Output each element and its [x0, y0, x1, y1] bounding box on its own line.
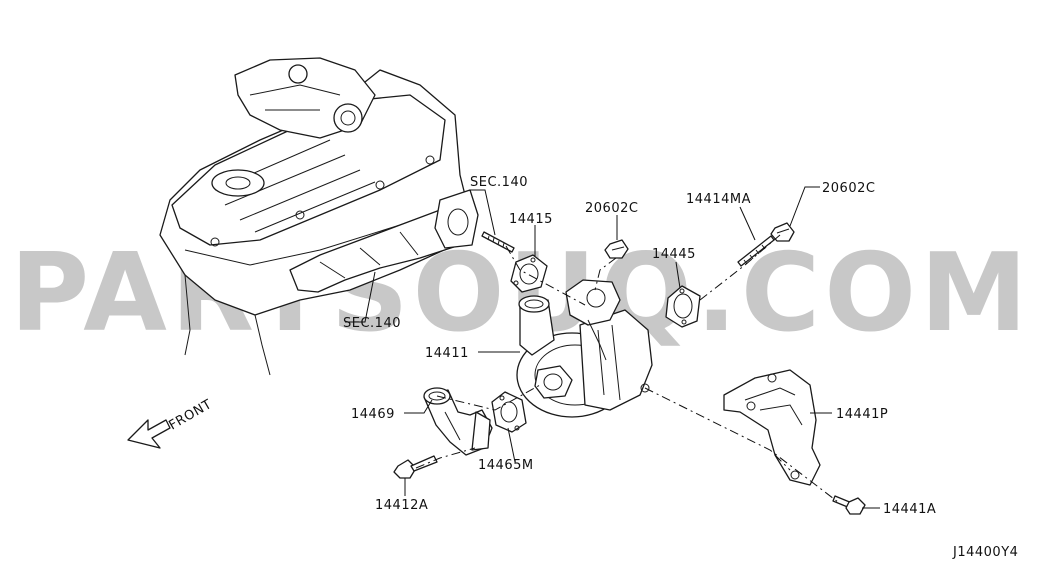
label-14441a: 14441A	[883, 502, 936, 517]
label-sec140-top: SEC.140	[470, 175, 528, 190]
turbo-bracket-14441p	[723, 369, 821, 486]
bolt-14412a	[393, 455, 438, 479]
label-14441p: 14441P	[836, 407, 888, 422]
label-14469: 14469	[351, 407, 395, 422]
nut-20602c-right	[770, 222, 795, 242]
diagram-code: J14400Y4	[952, 545, 1018, 560]
outlet-elbow-14469	[423, 387, 493, 456]
front-label: FRONT	[167, 397, 215, 433]
label-20602c-right: 20602C	[822, 181, 875, 196]
turbo-inlet-gasket-14415	[510, 254, 548, 293]
bolt-14441a	[832, 495, 866, 515]
manifold-stud	[481, 231, 515, 253]
label-14411: 14411	[425, 346, 469, 361]
turbocharger-14411	[516, 279, 653, 418]
label-14465m: 14465M	[478, 458, 534, 473]
engine-head-illustration	[159, 57, 479, 376]
leader-lines	[345, 186, 880, 509]
turbo-outlet-gasket-14445	[665, 285, 701, 328]
callout-labels: SEC.140 14415 20602C 14414MA 20602C 1444…	[343, 175, 936, 517]
label-14445: 14445	[652, 247, 696, 262]
nut-20602c-left	[604, 239, 629, 259]
assembly-centerlines	[415, 234, 839, 503]
elbow-gasket-14465m	[491, 391, 527, 433]
front-direction-indicator: FRONT	[127, 397, 215, 449]
label-14412a: 14412A	[375, 498, 428, 513]
label-14415: 14415	[509, 212, 553, 227]
label-14414ma: 14414MA	[686, 192, 751, 207]
label-sec140-bottom: SEC.140	[343, 316, 401, 331]
label-20602c-left: 20602C	[585, 201, 638, 216]
